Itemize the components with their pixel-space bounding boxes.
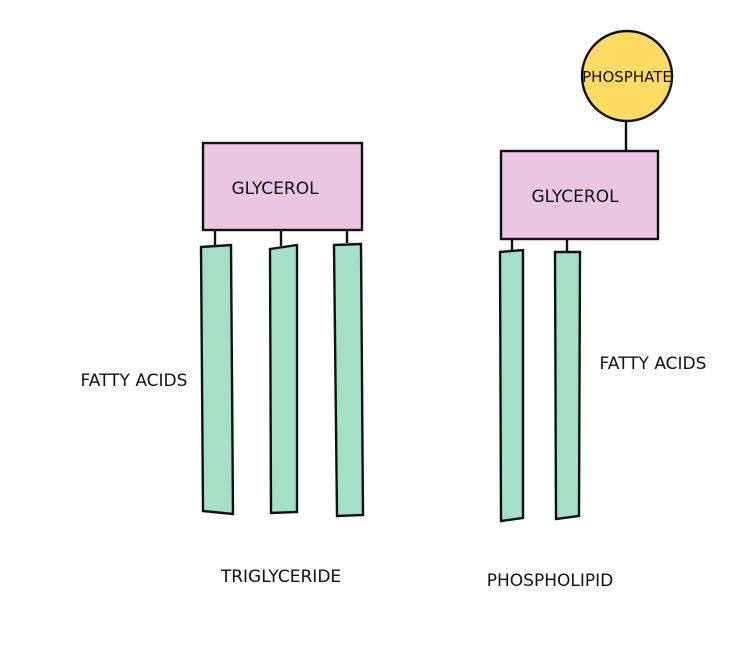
phospholipid-glycerol-box <box>499 149 660 241</box>
phospholipid-fatty-acids-label: FATTY ACIDS <box>600 354 707 374</box>
triglyceride-fatty-acids-label: FATTY ACIDS <box>81 371 188 391</box>
phospholipid-molecule: PHOSPHATE GLYCEROL FATTY ACIDS PHOSPHOLI… <box>487 29 707 591</box>
triglyceride-fatty-acid-1 <box>199 243 235 516</box>
phospholipid-fatty-acid-1 <box>498 248 525 523</box>
triglyceride-glycerol-label: GLYCEROL <box>231 179 319 199</box>
phosphate-label: PHOSPHATE <box>582 68 672 86</box>
triglyceride-glycerol-box <box>201 141 364 232</box>
triglyceride-fatty-acid-2 <box>268 243 299 515</box>
triglyceride-molecule: GLYCEROL FATTY ACIDS TRIGLYCERIDE <box>81 141 365 587</box>
phospholipid-caption: PHOSPHOLIPID <box>487 571 613 591</box>
phospholipid-glycerol-label: GLYCEROL <box>531 187 619 207</box>
triglyceride-fatty-acid-3 <box>332 242 365 518</box>
phosphate-circle <box>580 29 674 123</box>
triglyceride-caption: TRIGLYCERIDE <box>220 567 341 587</box>
phospholipid-fatty-acid-2 <box>553 250 582 521</box>
